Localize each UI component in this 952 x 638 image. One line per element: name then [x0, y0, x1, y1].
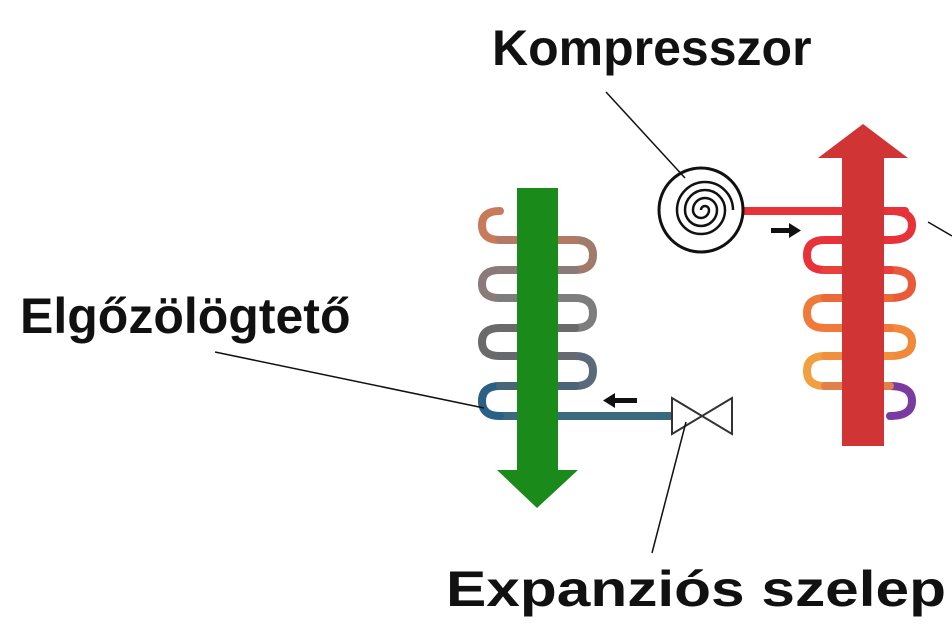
evaporator-label: Elgőzölögtető [20, 288, 351, 344]
leader-lines [214, 91, 952, 554]
expansion-valve-label: Expanziós szelep [446, 561, 946, 617]
leader-compressor [605, 91, 686, 179]
cold-air-arrow [497, 188, 578, 508]
expansion-valve-icon [671, 396, 733, 436]
leader-condenser [927, 221, 952, 237]
leader-expansion-valve [651, 421, 687, 554]
compressor-icon [657, 166, 745, 254]
flow-arrow-right [771, 223, 801, 238]
hot-air-arrow [818, 124, 908, 446]
flow-arrow-left [603, 393, 637, 408]
leader-evaporator [214, 351, 485, 409]
compressor-label: Kompresszor [492, 20, 812, 76]
